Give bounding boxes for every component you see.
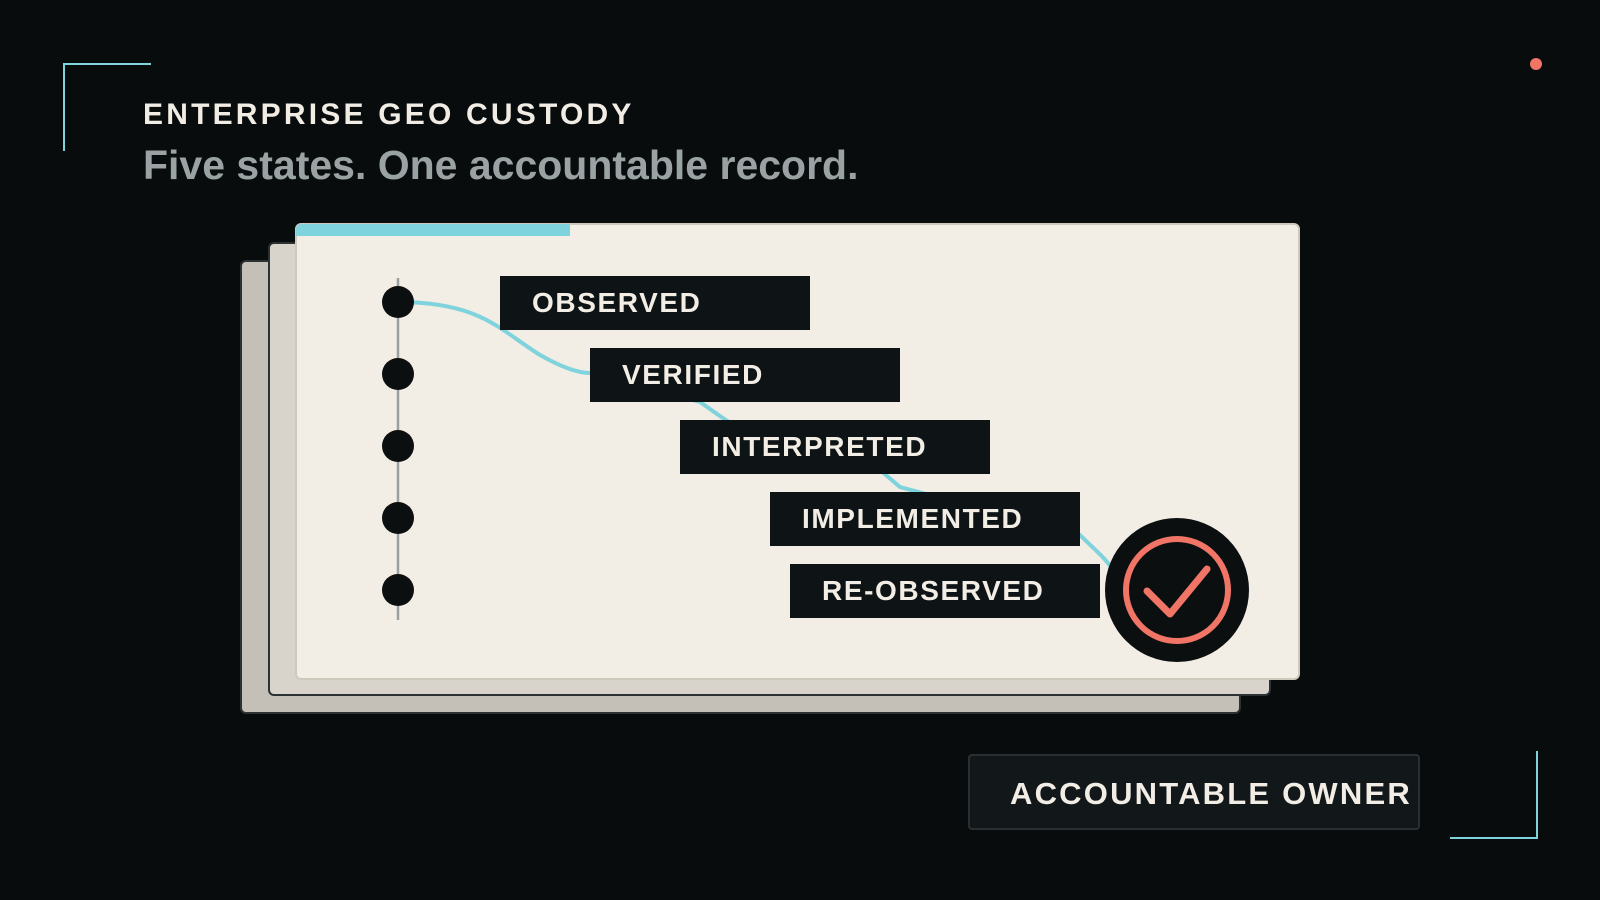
card-progress-bar	[296, 224, 570, 236]
timeline-nodes	[382, 286, 414, 606]
timeline-node-icon	[382, 358, 414, 390]
corner-bracket-top-left	[63, 63, 151, 151]
eyebrow-title: ENTERPRISE GEO CUSTODY	[143, 98, 635, 131]
state-implemented: IMPLEMENTED	[770, 492, 1080, 546]
flow-connector	[396, 300, 1112, 568]
timeline-node-icon	[382, 574, 414, 606]
state-interpreted: INTERPRETED	[680, 420, 990, 474]
timeline-node-icon	[382, 502, 414, 534]
timeline-node-icon	[382, 430, 414, 462]
state-re-observed: RE-OBSERVED	[790, 564, 1100, 618]
accountable-owner-badge: ACCOUNTABLE OWNER	[968, 754, 1420, 830]
accent-dot	[1530, 58, 1542, 70]
headline: Five states. One accountable record.	[143, 142, 859, 188]
state-observed: OBSERVED	[500, 276, 810, 330]
corner-bracket-bottom-right	[1450, 751, 1538, 839]
timeline-node-icon	[382, 286, 414, 318]
state-verified: VERIFIED	[590, 348, 900, 402]
